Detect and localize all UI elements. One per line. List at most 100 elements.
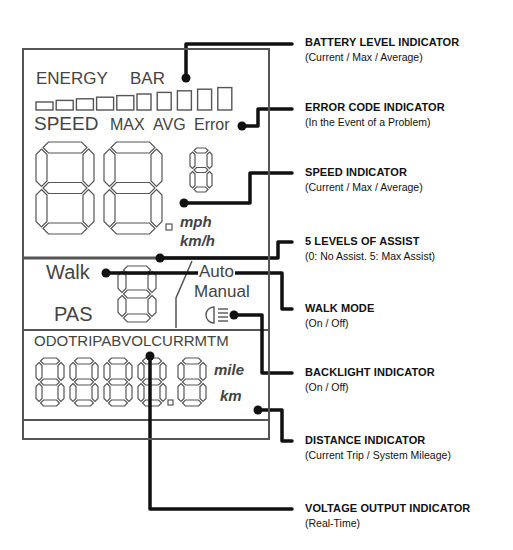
error-callout-note: (In the Event of a Problem) — [305, 117, 430, 129]
leader-dot — [182, 74, 191, 83]
segment — [151, 149, 162, 187]
segment — [190, 152, 195, 169]
segment — [104, 363, 110, 381]
segment — [36, 363, 42, 381]
mode-label: Manual — [194, 283, 250, 300]
segment — [160, 384, 166, 402]
segment — [111, 223, 155, 234]
seven-segment-digit — [138, 358, 166, 406]
unit-label: mile — [214, 362, 244, 377]
battery-bar — [56, 100, 73, 110]
leader-line — [258, 410, 292, 441]
segment — [124, 314, 151, 322]
segment — [92, 363, 98, 381]
segment — [183, 379, 202, 385]
walk-callout-note: (On / Off) — [305, 318, 349, 330]
segment — [75, 358, 94, 364]
segment — [43, 142, 87, 153]
segment — [190, 172, 195, 189]
segment — [126, 384, 132, 402]
voltage-callout-note: (Real-Time) — [305, 518, 360, 530]
bar-label: BAR — [130, 70, 165, 87]
segment — [124, 290, 151, 298]
segment — [92, 384, 98, 402]
segment — [104, 190, 115, 228]
leader-dot — [230, 311, 239, 320]
segment — [83, 149, 94, 187]
leader-dot — [146, 352, 155, 361]
decimal-point — [168, 400, 173, 405]
battery-bar — [157, 92, 171, 110]
segment — [178, 384, 184, 402]
segment — [111, 183, 155, 194]
decimal-point — [166, 224, 172, 230]
seven-segment-digit — [36, 142, 94, 234]
seven-segment-digit — [104, 358, 132, 406]
walk-callout-heading: WALK MODE — [305, 302, 374, 314]
segment — [36, 384, 42, 402]
segment — [183, 400, 202, 406]
battery-callout-heading: BATTERY LEVEL INDICATOR — [305, 36, 459, 48]
seven-segment-digit — [104, 142, 162, 234]
speed-callout-note: (Current / Max / Average) — [305, 182, 423, 194]
segment — [207, 172, 212, 189]
segment — [118, 296, 126, 317]
segment — [43, 223, 87, 234]
walk-label: Walk — [46, 262, 90, 282]
segment — [148, 296, 156, 317]
unit-label: km — [220, 388, 242, 403]
segment — [143, 400, 162, 406]
leader-line — [242, 109, 292, 126]
segment — [183, 358, 202, 364]
assist-callout-note: (0: No Assist. 5: Max Assist) — [305, 251, 435, 263]
mode-label: Auto — [198, 263, 235, 280]
segment — [104, 149, 115, 187]
segment — [104, 384, 110, 402]
segment — [143, 379, 162, 385]
seven-segment-digit — [70, 358, 98, 406]
separator-line — [22, 329, 270, 331]
battery-bar — [137, 94, 151, 110]
segment — [160, 363, 166, 381]
segment — [200, 363, 206, 381]
seven-segment-digit — [190, 148, 212, 192]
segment — [109, 379, 128, 385]
segment — [109, 400, 128, 406]
leader-line — [160, 242, 292, 258]
distance-callout-heading: DISTANCE INDICATOR — [305, 434, 425, 446]
battery-bars — [36, 88, 232, 110]
segment — [151, 190, 162, 228]
segment — [58, 363, 64, 381]
segment — [194, 168, 208, 173]
battery-bar — [76, 99, 93, 110]
avg-label: AVG — [153, 117, 186, 133]
max-label: MAX — [110, 117, 145, 133]
bracket-line — [176, 261, 192, 328]
battery-bar — [218, 88, 232, 110]
segment — [111, 142, 155, 153]
unit-label: km/h — [180, 233, 215, 248]
distance-callout-note: (Current Trip / System Mileage) — [305, 450, 451, 462]
segment — [126, 363, 132, 381]
segment — [138, 363, 144, 381]
seven-segment-digit — [178, 358, 206, 406]
distance-mode-label: ODOTRIPABVOLCURRMTM — [34, 333, 229, 348]
pas-label: PAS — [54, 304, 93, 324]
leader-line — [150, 356, 292, 509]
segment — [58, 384, 64, 402]
segment — [70, 384, 76, 402]
backlight-icon — [206, 307, 228, 323]
error-callout-heading: ERROR CODE INDICATOR — [305, 101, 445, 113]
leader-dot — [254, 406, 263, 415]
segment — [36, 149, 47, 187]
separator-line — [22, 419, 270, 421]
segment — [109, 358, 128, 364]
segment — [194, 148, 208, 153]
battery-bar — [117, 96, 134, 110]
segment — [194, 187, 208, 192]
leader-dot — [156, 254, 165, 263]
backlight-callout-note: (On / Off) — [305, 382, 349, 394]
error-label: Error — [194, 117, 230, 133]
segment — [83, 190, 94, 228]
battery-bar — [97, 97, 114, 110]
